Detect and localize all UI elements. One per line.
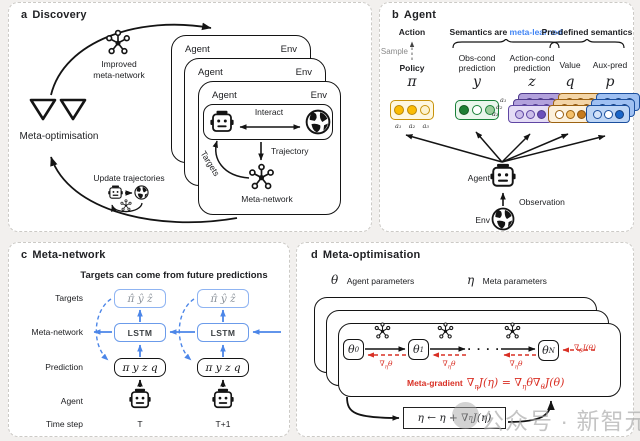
improved-meta-network-icon [105,29,131,55]
agent-label: Agent [467,173,490,183]
aux-pred-block [586,93,640,124]
action-label: Action [398,27,426,37]
panel-d-letter: d [311,249,318,261]
globe-icon [305,109,331,135]
grad-eta-theta-label-1: ∇ηθ [379,359,393,371]
trajectory-label: Trajectory [271,146,309,156]
interact-label: Interact [254,107,284,117]
observation-label: Observation [519,197,565,207]
predefined-header: Pre-defined semantics [541,27,633,37]
row-label-time-step: Time step [45,419,83,429]
semantics-brace [452,39,560,49]
panel-a-letter: a [21,9,28,21]
z-action-label-2: a₂ [496,103,503,111]
mini-meta-network-icon [120,199,132,211]
z-action-label-1: a₁ [500,96,507,104]
sample-label: Sample [380,47,408,56]
time-step-t1: T+1 [215,419,231,429]
agent-robot-icon-t [129,388,151,410]
mini-robot-icon [108,185,123,200]
improved-label-line1: Improved [101,59,137,69]
agent-robot-icon [490,163,516,189]
card-env-label: Env [295,67,312,78]
lstm-box-t1: LSTM [197,323,249,342]
aux-pred-label: Aux-pred [592,60,628,70]
prediction-box-t1: π y z q [197,358,249,377]
agent-robot-icon-t1 [212,388,234,410]
policy-label: Policy [399,63,425,73]
card-env-label: Env [310,90,327,101]
targets-box-t1: π̂ ŷ ẑ [197,289,249,308]
targets-box-t: π̂ ŷ ẑ [114,289,166,308]
z-symbol: z [528,74,536,90]
q-symbol: q [565,74,575,90]
meta-network-icon-1 [374,322,391,339]
card-agent-label: Agent [198,67,223,78]
env-label: Env [475,215,490,225]
env-globe-icon [491,207,515,231]
policy-block [390,100,434,120]
policy-action-labels: a₁ a₂ a₃ [395,122,429,130]
panel-c-letter: c [21,249,28,261]
lstm-box-t: LSTM [114,323,166,342]
value-label: Value [559,60,581,70]
watermark-text: 公众号 · 新智元 [481,408,640,434]
prediction-box-t: π y z q [114,358,166,377]
robot-icon [210,110,234,134]
meta-network-icon-3 [504,322,521,339]
row-label-prediction: Prediction [45,362,83,372]
meta-network-icon [248,163,275,190]
meta-network-subtitle: Targets can come from future predictions [80,270,268,281]
row-label-targets: Targets [55,293,83,303]
update-trajectories-label: Update trajectories [93,173,165,183]
y-symbol: y [473,74,481,90]
predefined-brace [549,39,625,49]
meta-network-label: Meta-network [241,194,293,204]
card-agent-label: Agent [185,44,210,55]
card-env-label: Env [280,44,297,55]
time-step-t: T [137,419,143,429]
grad-eta-theta-label-3: ∇ηθ [509,359,523,371]
semantics-header: Semantics are meta-learned [449,27,563,37]
meta-gradient-formula: Meta-gradient∇ηJ(η) = ∇ηθ∇θJ(θ) [407,376,565,392]
improved-label-line2: meta-network [93,70,145,80]
pi-symbol: π [407,74,417,90]
mini-globe-icon [134,185,149,200]
meta-gradient-label: Meta-gradient [407,378,463,388]
meta-learned-highlight: meta-learned [509,27,563,37]
grad-eta-theta-label-2: ∇ηθ [442,359,456,371]
row-label-agent: Agent [60,396,83,406]
agent-parameters-header: θ Agent parameters [331,273,415,287]
nabla-nabla-icon [29,98,87,121]
z-action-label-3: a₃ [492,110,499,118]
meta-parameters-header: η Meta parameters [467,273,547,287]
panel-b-letter: b [392,9,399,21]
p-symbol: p [605,74,615,90]
row-label-meta-network: Meta-network [31,327,84,337]
meta-network-icon-2 [437,322,454,339]
card-agent-label: Agent [212,90,237,101]
grad-theta-j-label: ∇θJ(θ) [574,343,596,355]
watermark-logo [452,402,479,429]
obs-cond-block [455,100,499,120]
meta-optimisation-label: Meta-optimisation [19,131,99,142]
ellipsis-dots: · · · · [467,342,501,356]
